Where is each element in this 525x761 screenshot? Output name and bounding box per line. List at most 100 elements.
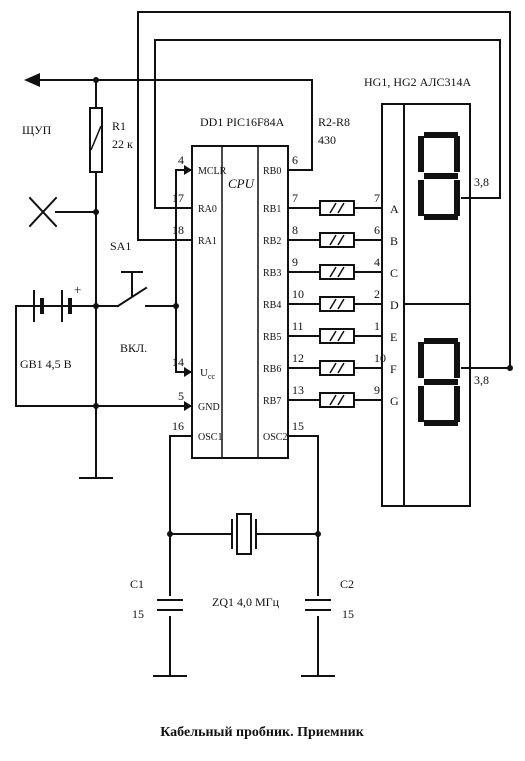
segment-pin-number: 4 (374, 255, 380, 269)
display-segment (424, 132, 458, 138)
mcu-pin-number: 9 (292, 255, 298, 269)
arrow-right-icon (184, 401, 192, 411)
mcu-pin-name: RB6 (263, 364, 281, 375)
resistor-hatch (90, 125, 102, 151)
display-segment (424, 173, 458, 179)
r1-ref: R1 (112, 119, 126, 133)
mcu-pin-number: 10 (292, 287, 304, 301)
segment-letter: G (390, 394, 399, 408)
c1-ref: C1 (130, 577, 144, 591)
display-segment (418, 180, 424, 216)
resistor-r4 (319, 264, 355, 280)
mcu-pin-number: 16 (172, 419, 184, 433)
display-segment (424, 338, 458, 344)
mcu-pin-number: 17 (172, 191, 184, 205)
segment-letter: C (390, 266, 398, 280)
display-ref: HG1, HG2 АЛС314А (364, 75, 471, 89)
mcu-pin-number: 12 (292, 351, 304, 365)
c1-value: 15 (132, 607, 144, 621)
switch-label: ВКЛ. (120, 341, 147, 355)
mcu-pin-name: RB0 (263, 166, 281, 177)
segment-letter: D (390, 298, 399, 312)
junction-dot (507, 365, 513, 371)
mcu-pin-name: GND (198, 402, 220, 413)
arrow-left-icon (24, 73, 40, 87)
segment-pin-number: 6 (374, 223, 380, 237)
mcu-pin-number: 15 (292, 419, 304, 433)
mcu-pin-name: RB4 (263, 300, 281, 311)
mcu-pin-number: 6 (292, 153, 298, 167)
mcu-pin-number: 18 (172, 223, 184, 237)
segment-pin-number: 2 (374, 287, 380, 301)
mcu-pin-name: MCLR (198, 166, 227, 177)
segment-pin-number: 10 (374, 351, 386, 365)
sa1-label: SA1 (110, 239, 131, 253)
mcu-pin-name: OSC1 (198, 432, 222, 443)
junction-dot (93, 209, 99, 215)
segment-letter: F (390, 362, 397, 376)
resistor-r6 (319, 328, 355, 344)
probe-label: ЩУП (22, 123, 52, 137)
mcu-pin-name: RB2 (263, 236, 281, 247)
mcu-pin-number: 13 (292, 383, 304, 397)
segment-pin-number: 7 (374, 191, 380, 205)
resistor-r8 (319, 392, 355, 408)
mcu-pin-name: RB3 (263, 268, 281, 279)
mcu-pin-number: 14 (172, 355, 184, 369)
junction-dot (173, 303, 179, 309)
battery-plus: + (74, 282, 81, 297)
mcu-pin-number: 8 (292, 223, 298, 237)
mcu-pin-number: 4 (178, 153, 184, 167)
mcu-pin-name: Ucc (200, 367, 216, 381)
digit-hg1 (418, 132, 460, 220)
resistor-r7 (319, 360, 355, 376)
segment-pin-number: 9 (374, 383, 380, 397)
mcu-pin-number: 7 (292, 191, 298, 205)
resistor-r2 (319, 200, 355, 216)
mcu-pin-number: 11 (292, 319, 304, 333)
wire-probe (39, 79, 313, 169)
junction-dot (315, 531, 321, 537)
display-segment (454, 386, 460, 422)
mcu-pin-name: RA0 (198, 204, 217, 215)
segment-letter: B (390, 234, 398, 248)
arrow-right-icon (184, 165, 192, 175)
r1-value: 22 к (112, 137, 133, 151)
crystal-label: ZQ1 4,0 МГц (212, 595, 280, 609)
mcu-core-label: CPU (228, 176, 256, 191)
display-segment (424, 214, 458, 220)
hg2-common-pins: 3,8 (474, 373, 489, 387)
mcu-right-pins: 6RB07RB18RB29RB310RB411RB512RB613RB715OS… (263, 153, 321, 443)
c2-value: 15 (342, 607, 354, 621)
mcu-pin-name: RA1 (198, 236, 217, 247)
segment-letter: E (390, 330, 397, 344)
resistors-value: 430 (318, 133, 336, 147)
mcu-pin-number: 5 (178, 389, 184, 403)
wire-osc1 (169, 435, 193, 677)
display-segment (418, 136, 424, 172)
mcu-ref: DD1 PIC16F84A (200, 115, 285, 129)
resistor-r1 (89, 107, 103, 173)
c2-ref: C2 (340, 577, 354, 591)
junction-dot (167, 531, 173, 537)
wire-ra0-to-hg1-common (154, 39, 501, 209)
resistor-r5 (319, 296, 355, 312)
wire-battery-loop (15, 305, 97, 407)
resistors-ref: R2-R8 (318, 115, 350, 129)
battery-label: GB1 4,5 В (20, 357, 72, 371)
mcu-pin-name: RB1 (263, 204, 281, 215)
digit-hg2 (418, 338, 460, 426)
wire-osc2 (287, 435, 319, 677)
display-segment (454, 180, 460, 216)
resistor-r3 (319, 232, 355, 248)
arrow-right-icon (184, 367, 192, 377)
mcu-pin-name: OSC2 (263, 432, 287, 443)
wire-ra1-to-hg2-common (137, 11, 511, 369)
display-segment (418, 342, 424, 378)
segment-pin-number: 1 (374, 319, 380, 333)
display-segment (424, 420, 458, 426)
segment-letter: A (390, 202, 399, 216)
